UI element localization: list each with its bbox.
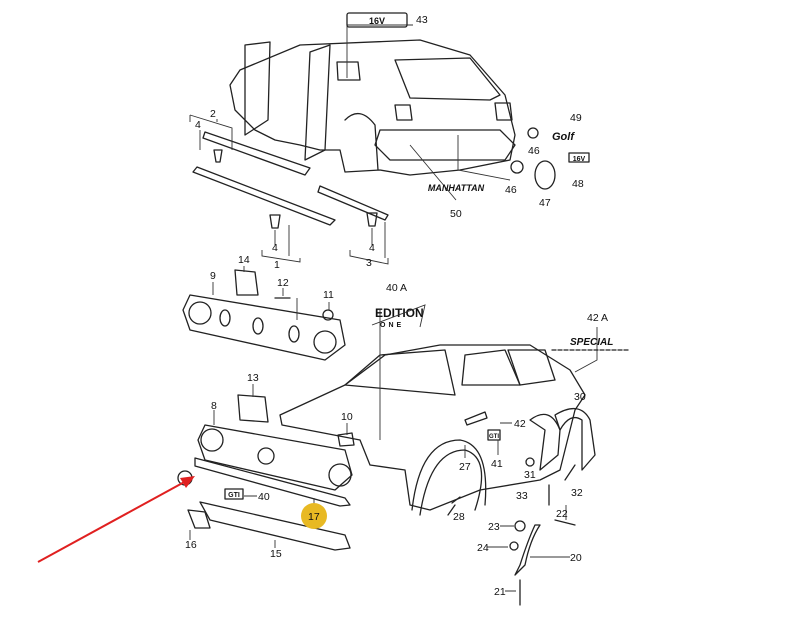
fixings-drawing xyxy=(487,457,576,606)
label-42a[interactable]: 42 A xyxy=(587,312,608,324)
label-40[interactable]: 40 xyxy=(258,491,270,503)
label-15[interactable]: 15 xyxy=(270,548,282,560)
rear-emblems: 16V Golf 16V MANHATTAN xyxy=(346,12,590,193)
label-14[interactable]: 14 xyxy=(238,254,250,266)
label-1[interactable]: 1 xyxy=(274,259,280,271)
label-4[interactable]: 4 xyxy=(369,242,375,254)
label-3[interactable]: 3 xyxy=(366,257,372,269)
red-arrow xyxy=(37,476,195,563)
label-49[interactable]: 49 xyxy=(570,112,582,124)
label-23[interactable]: 23 xyxy=(488,521,500,533)
emblem-one: ONE xyxy=(380,322,404,329)
label-16[interactable]: 16 xyxy=(185,539,197,551)
label-43[interactable]: 43 xyxy=(416,14,428,26)
label-31[interactable]: 31 xyxy=(524,469,536,481)
emblem-special: SPECIAL xyxy=(570,337,613,348)
emblem-manhattan: MANHATTAN xyxy=(428,183,485,193)
label-41[interactable]: 41 xyxy=(491,458,503,470)
grille-9-drawing xyxy=(182,266,346,361)
label-4[interactable]: 4 xyxy=(195,119,201,131)
emblem-gti-40: GTI xyxy=(228,492,240,499)
label-27[interactable]: 27 xyxy=(459,461,471,473)
label-13[interactable]: 13 xyxy=(247,372,259,384)
side-sills-drawing xyxy=(189,114,389,265)
grille-8-drawing: GTI xyxy=(177,384,355,551)
label-4[interactable]: 4 xyxy=(272,242,278,254)
label-46[interactable]: 46 xyxy=(528,145,540,157)
label-32[interactable]: 32 xyxy=(571,487,583,499)
emblem-edition: EDITION xyxy=(375,306,424,320)
label-50[interactable]: 50 xyxy=(450,208,462,220)
label-10[interactable]: 10 xyxy=(341,411,353,423)
label-24[interactable]: 24 xyxy=(477,542,489,554)
label-21[interactable]: 21 xyxy=(494,586,506,598)
side-emblems: EDITION ONE SPECIAL xyxy=(371,304,631,351)
label-20[interactable]: 20 xyxy=(570,552,582,564)
label-47[interactable]: 47 xyxy=(539,197,551,209)
label-30[interactable]: 30 xyxy=(574,391,586,403)
emblem-16v-48: 16V xyxy=(573,156,586,163)
rear-car-drawing xyxy=(229,24,516,201)
emblem-gti-41: GTI xyxy=(489,434,499,440)
front-car-drawing: GTI xyxy=(279,310,598,516)
label-48[interactable]: 48 xyxy=(572,178,584,190)
label-33[interactable]: 33 xyxy=(516,490,528,502)
label-22[interactable]: 22 xyxy=(556,508,568,520)
label-11[interactable]: 11 xyxy=(323,289,334,301)
label-8[interactable]: 8 xyxy=(211,400,217,412)
callout-labels: 43 2 4 4 4 1 3 49 46 46 47 48 50 14 9 12… xyxy=(185,14,608,598)
emblem-golf: Golf xyxy=(552,131,575,143)
label-9[interactable]: 9 xyxy=(210,270,216,282)
emblem-16v-43: 16V xyxy=(369,16,385,26)
label-12[interactable]: 12 xyxy=(277,277,289,289)
label-28[interactable]: 28 xyxy=(453,511,465,523)
label-46[interactable]: 46 xyxy=(505,184,517,196)
label-2[interactable]: 2 xyxy=(210,108,216,120)
label-40a[interactable]: 40 A xyxy=(386,282,407,294)
label-17[interactable]: 17 xyxy=(308,511,320,523)
label-42[interactable]: 42 xyxy=(514,418,526,430)
part-17-highlight xyxy=(301,503,327,529)
